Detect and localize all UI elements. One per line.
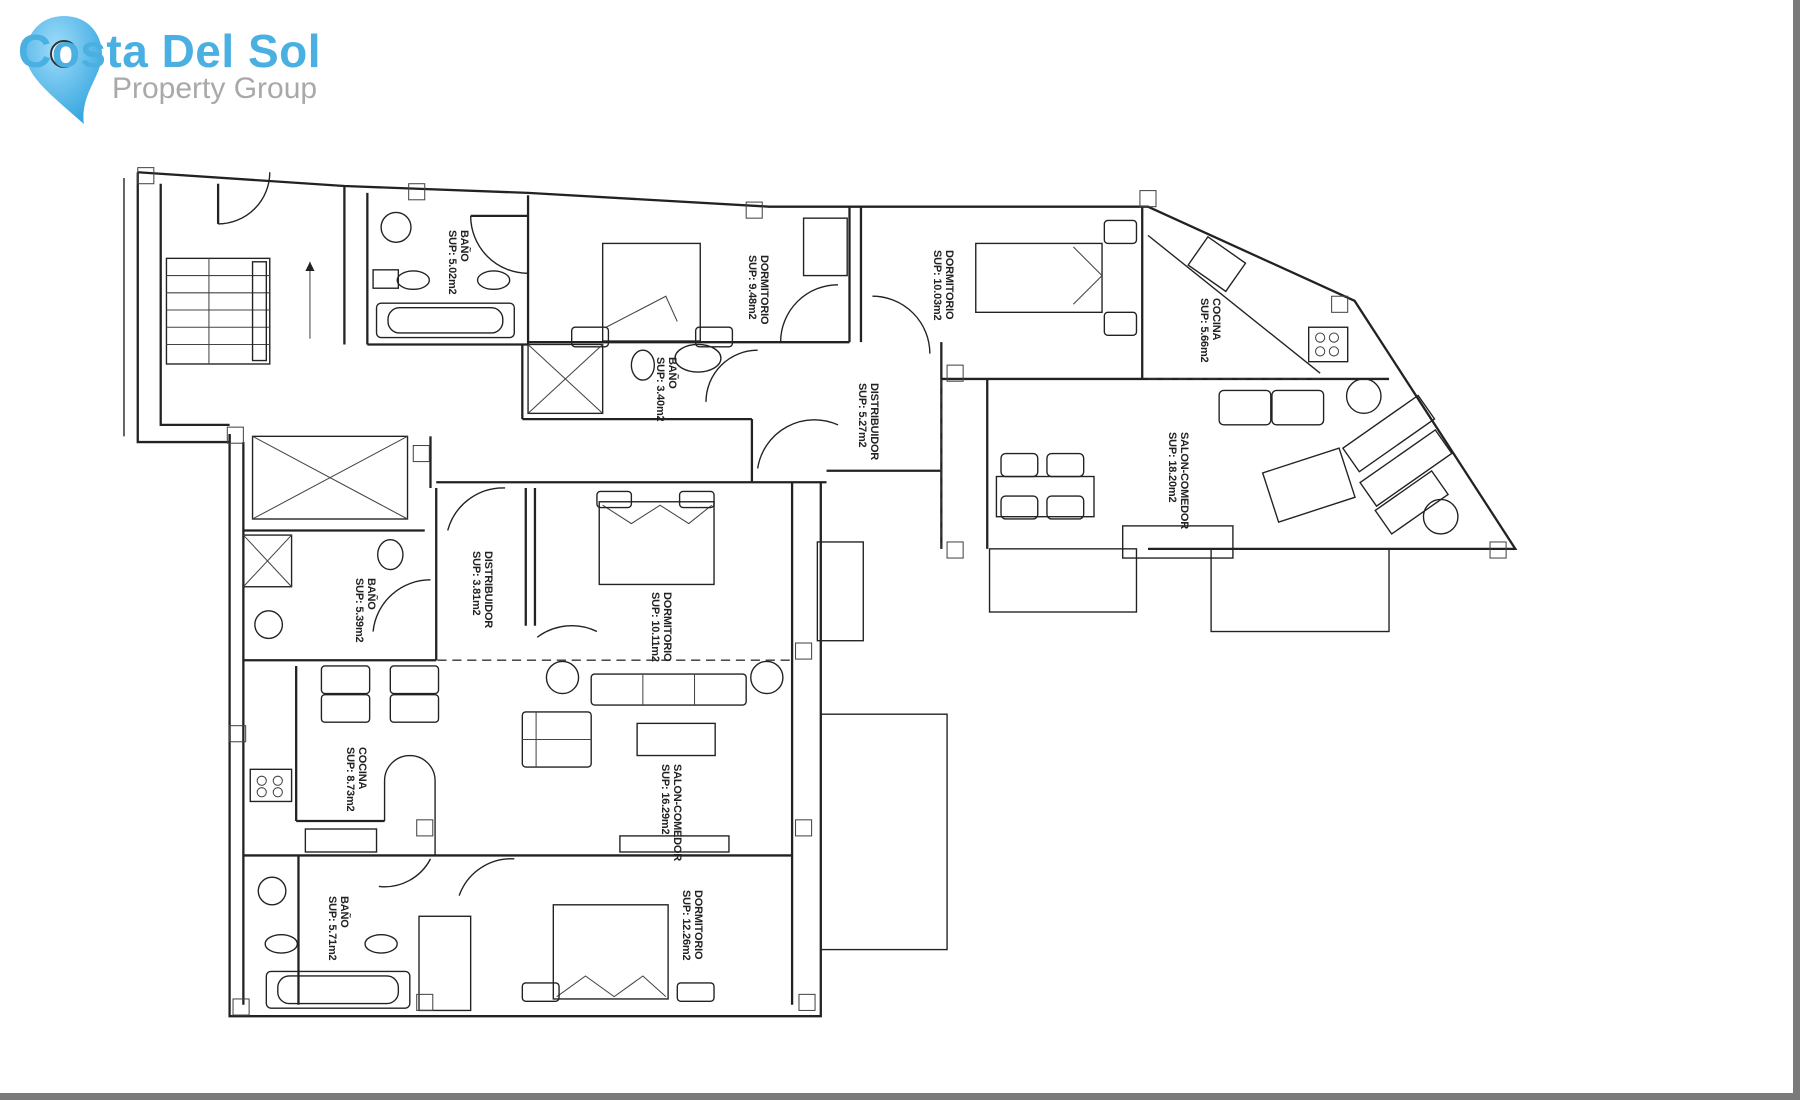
brand-logo: Costa Del Sol Property Group xyxy=(8,10,338,124)
brand-subtitle: Property Group xyxy=(112,72,318,105)
map-pin-icon xyxy=(26,16,102,124)
lower-unit-walls xyxy=(228,434,948,1018)
lower-unit-furniture xyxy=(242,490,784,1009)
upper-unit-walls xyxy=(123,171,1518,642)
brand-title: Costa Del Sol xyxy=(18,25,322,77)
column-markers xyxy=(137,167,1507,1016)
scan-border-right xyxy=(1793,0,1800,1100)
upper-unit-furniture xyxy=(372,211,1459,535)
staircase xyxy=(165,257,315,365)
scan-border-bottom xyxy=(0,1093,1800,1100)
